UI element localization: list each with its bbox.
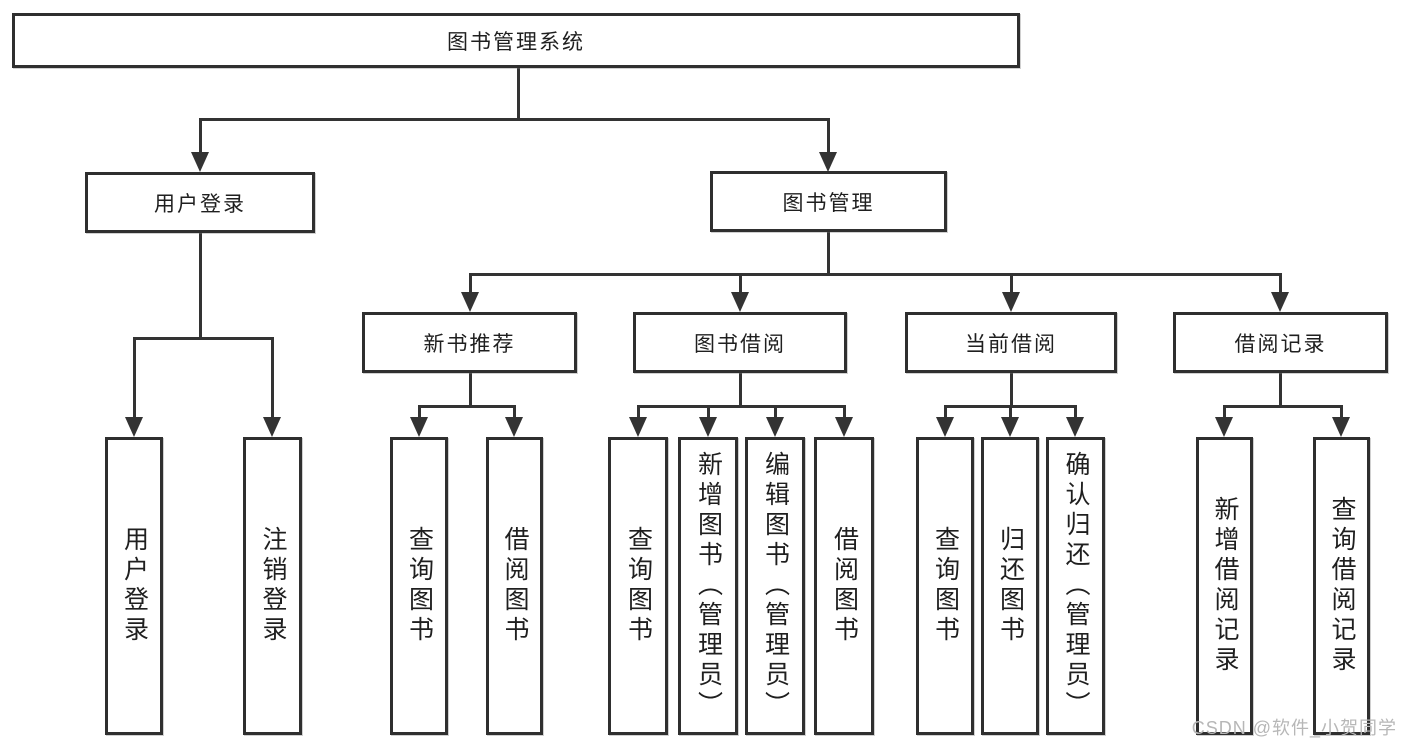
node-book-borrow: 图书借阅 bbox=[633, 312, 847, 373]
user-login-split-bar bbox=[132, 337, 274, 340]
node-leaf-query-borrow-record: 查询借阅记录 bbox=[1313, 437, 1370, 735]
new-book-rec-split-drop-0 bbox=[417, 405, 421, 419]
node-leaf-add-book-label: 新增图书（管理员） bbox=[694, 451, 723, 721]
node-leaf-query-book-rec: 查询图书 bbox=[390, 437, 448, 735]
node-leaf-confirm-return-label: 确认归还（管理员） bbox=[1062, 451, 1090, 721]
new-book-rec-split-drop-1 bbox=[512, 405, 516, 419]
current-borrow-split-drop-1 bbox=[1008, 405, 1012, 419]
new-book-rec-split-arrowhead-1 bbox=[505, 417, 523, 437]
book-borrow-split-arrowhead-0 bbox=[629, 417, 647, 437]
book-mgmt-split-drop-3 bbox=[1278, 273, 1282, 294]
current-borrow-split-stem bbox=[1009, 373, 1013, 408]
node-leaf-query-borrow-record-label: 查询借阅记录 bbox=[1328, 496, 1356, 676]
book-mgmt-split-stem bbox=[826, 232, 830, 276]
root-split-drop-1 bbox=[826, 118, 830, 154]
node-leaf-user-login-label: 用户登录 bbox=[120, 526, 149, 646]
book-mgmt-split-arrowhead-2 bbox=[1002, 292, 1020, 312]
node-leaf-query-book-current: 查询图书 bbox=[916, 437, 974, 735]
node-leaf-borrow-book: 借阅图书 bbox=[814, 437, 874, 735]
current-borrow-split-arrowhead-2 bbox=[1066, 417, 1084, 437]
book-mgmt-split-drop-2 bbox=[1009, 273, 1013, 294]
node-current-borrow-label: 当前借阅 bbox=[965, 332, 1057, 356]
book-mgmt-split-arrowhead-1 bbox=[731, 292, 749, 312]
node-leaf-confirm-return: 确认归还（管理员） bbox=[1046, 437, 1105, 735]
current-borrow-split-drop-2 bbox=[1073, 405, 1077, 419]
node-leaf-edit-book-label: 编辑图书（管理员） bbox=[761, 451, 790, 721]
node-leaf-query-book-borrow: 查询图书 bbox=[608, 437, 668, 735]
user-login-split-stem bbox=[198, 233, 202, 340]
book-borrow-split-arrowhead-2 bbox=[766, 417, 784, 437]
node-leaf-add-borrow-record-label: 新增借阅记录 bbox=[1211, 496, 1239, 676]
borrow-records-split-drop-0 bbox=[1222, 405, 1226, 419]
node-book-mgmt-label: 图书管理 bbox=[782, 191, 875, 215]
node-leaf-borrow-book-rec: 借阅图书 bbox=[486, 437, 543, 735]
node-new-book-rec: 新书推荐 bbox=[362, 312, 577, 373]
book-mgmt-split-drop-0 bbox=[468, 273, 472, 294]
node-borrow-records: 借阅记录 bbox=[1173, 312, 1388, 373]
node-root: 图书管理系统 bbox=[12, 13, 1020, 68]
book-mgmt-split-arrowhead-0 bbox=[461, 292, 479, 312]
node-leaf-edit-book: 编辑图书（管理员） bbox=[745, 437, 805, 735]
node-leaf-logout: 注销登录 bbox=[243, 437, 302, 735]
book-borrow-split-bar bbox=[636, 405, 846, 408]
book-borrow-split-stem bbox=[738, 373, 742, 408]
user-login-split-arrowhead-1 bbox=[263, 417, 281, 437]
node-root-label: 图书管理系统 bbox=[447, 30, 585, 54]
user-login-split-drop-0 bbox=[132, 337, 136, 419]
root-split-drop-0 bbox=[198, 118, 202, 154]
root-split-arrowhead-0 bbox=[191, 152, 209, 172]
user-login-split-arrowhead-0 bbox=[125, 417, 143, 437]
book-mgmt-split-drop-1 bbox=[738, 273, 742, 294]
node-leaf-return-book-label: 归还图书 bbox=[996, 526, 1025, 646]
root-split-bar bbox=[198, 118, 830, 121]
book-mgmt-split-bar bbox=[468, 273, 1282, 276]
node-leaf-query-book-rec-label: 查询图书 bbox=[405, 526, 434, 646]
root-split-arrowhead-1 bbox=[819, 152, 837, 172]
node-borrow-records-label: 借阅记录 bbox=[1234, 332, 1327, 356]
node-current-borrow: 当前借阅 bbox=[905, 312, 1117, 373]
current-borrow-split-arrowhead-1 bbox=[1001, 417, 1019, 437]
node-book-mgmt: 图书管理 bbox=[710, 171, 947, 232]
book-borrow-split-arrowhead-1 bbox=[699, 417, 717, 437]
node-leaf-query-book-current-label: 查询图书 bbox=[931, 526, 960, 646]
user-login-split-drop-1 bbox=[270, 337, 274, 419]
node-leaf-user-login: 用户登录 bbox=[105, 437, 163, 735]
node-leaf-add-book: 新增图书（管理员） bbox=[678, 437, 738, 735]
borrow-records-split-arrowhead-1 bbox=[1332, 417, 1350, 437]
node-leaf-query-book-borrow-label: 查询图书 bbox=[624, 526, 653, 646]
current-borrow-split-arrowhead-0 bbox=[936, 417, 954, 437]
book-borrow-split-drop-1 bbox=[706, 405, 710, 419]
node-leaf-return-book: 归还图书 bbox=[981, 437, 1039, 735]
borrow-records-split-stem bbox=[1278, 373, 1282, 408]
new-book-rec-split-stem bbox=[468, 373, 472, 408]
watermark-text: CSDN @软件_小贺同学 bbox=[1191, 718, 1397, 738]
node-leaf-logout-label: 注销登录 bbox=[259, 526, 287, 646]
node-new-book-rec-label: 新书推荐 bbox=[423, 332, 516, 356]
current-borrow-split-drop-0 bbox=[943, 405, 947, 419]
node-book-borrow-label: 图书借阅 bbox=[694, 332, 786, 356]
node-leaf-borrow-book-rec-label: 借阅图书 bbox=[501, 526, 529, 646]
node-leaf-borrow-book-label: 借阅图书 bbox=[830, 526, 859, 646]
borrow-records-split-drop-1 bbox=[1339, 405, 1343, 419]
node-leaf-add-borrow-record: 新增借阅记录 bbox=[1196, 437, 1253, 735]
book-borrow-split-drop-0 bbox=[636, 405, 640, 419]
new-book-rec-split-bar bbox=[417, 405, 516, 408]
node-user-login: 用户登录 bbox=[85, 172, 315, 233]
borrow-records-split-bar bbox=[1222, 405, 1343, 408]
book-borrow-split-drop-3 bbox=[842, 405, 846, 419]
borrow-records-split-arrowhead-0 bbox=[1215, 417, 1233, 437]
book-borrow-split-drop-2 bbox=[773, 405, 777, 419]
node-user-login-label: 用户登录 bbox=[154, 192, 246, 216]
book-borrow-split-arrowhead-3 bbox=[835, 417, 853, 437]
book-mgmt-split-arrowhead-3 bbox=[1271, 292, 1289, 312]
new-book-rec-split-arrowhead-0 bbox=[410, 417, 428, 437]
root-split-stem bbox=[516, 68, 520, 121]
